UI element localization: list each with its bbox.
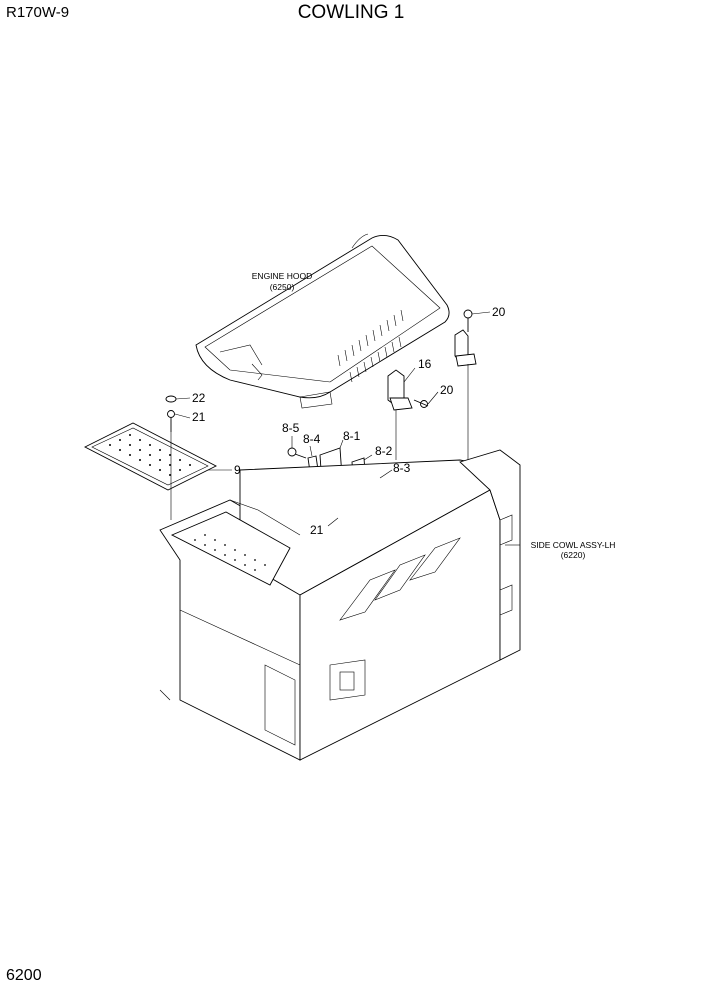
callout-8-1: 8-1 bbox=[343, 429, 361, 443]
callout-21-lower: 21 bbox=[310, 523, 324, 537]
engine-hood-drawing bbox=[195, 233, 450, 409]
callout-8-4: 8-4 bbox=[303, 432, 321, 446]
callout-21-upper: 21 bbox=[192, 410, 206, 424]
page-title: COWLING 1 bbox=[297, 2, 405, 23]
callout-8-5: 8-5 bbox=[282, 421, 300, 435]
page-number: 6200 bbox=[6, 967, 42, 984]
callout-20-upper: 20 bbox=[492, 305, 506, 319]
leader-lines bbox=[174, 311, 520, 546]
callout-8-2: 8-2 bbox=[375, 444, 393, 458]
latch-assembly-drawing bbox=[387, 309, 477, 470]
callout-9: 9 bbox=[234, 463, 241, 477]
side-cowl-ref: (6220) bbox=[561, 550, 586, 560]
callout-22: 22 bbox=[192, 391, 206, 405]
callout-16: 16 bbox=[418, 357, 432, 371]
step-plate-drawing bbox=[84, 395, 217, 520]
callout-20-lower: 20 bbox=[440, 383, 454, 397]
side-cowl-label: SIDE COWL ASSY-LH bbox=[531, 540, 616, 550]
side-cowl-drawing bbox=[159, 449, 521, 761]
callout-8-3: 8-3 bbox=[393, 461, 411, 475]
engine-hood-label: ENGINE HOOD bbox=[252, 271, 312, 281]
engine-hood-ref: (6250) bbox=[270, 282, 295, 292]
model-number: R170W-9 bbox=[6, 4, 70, 21]
